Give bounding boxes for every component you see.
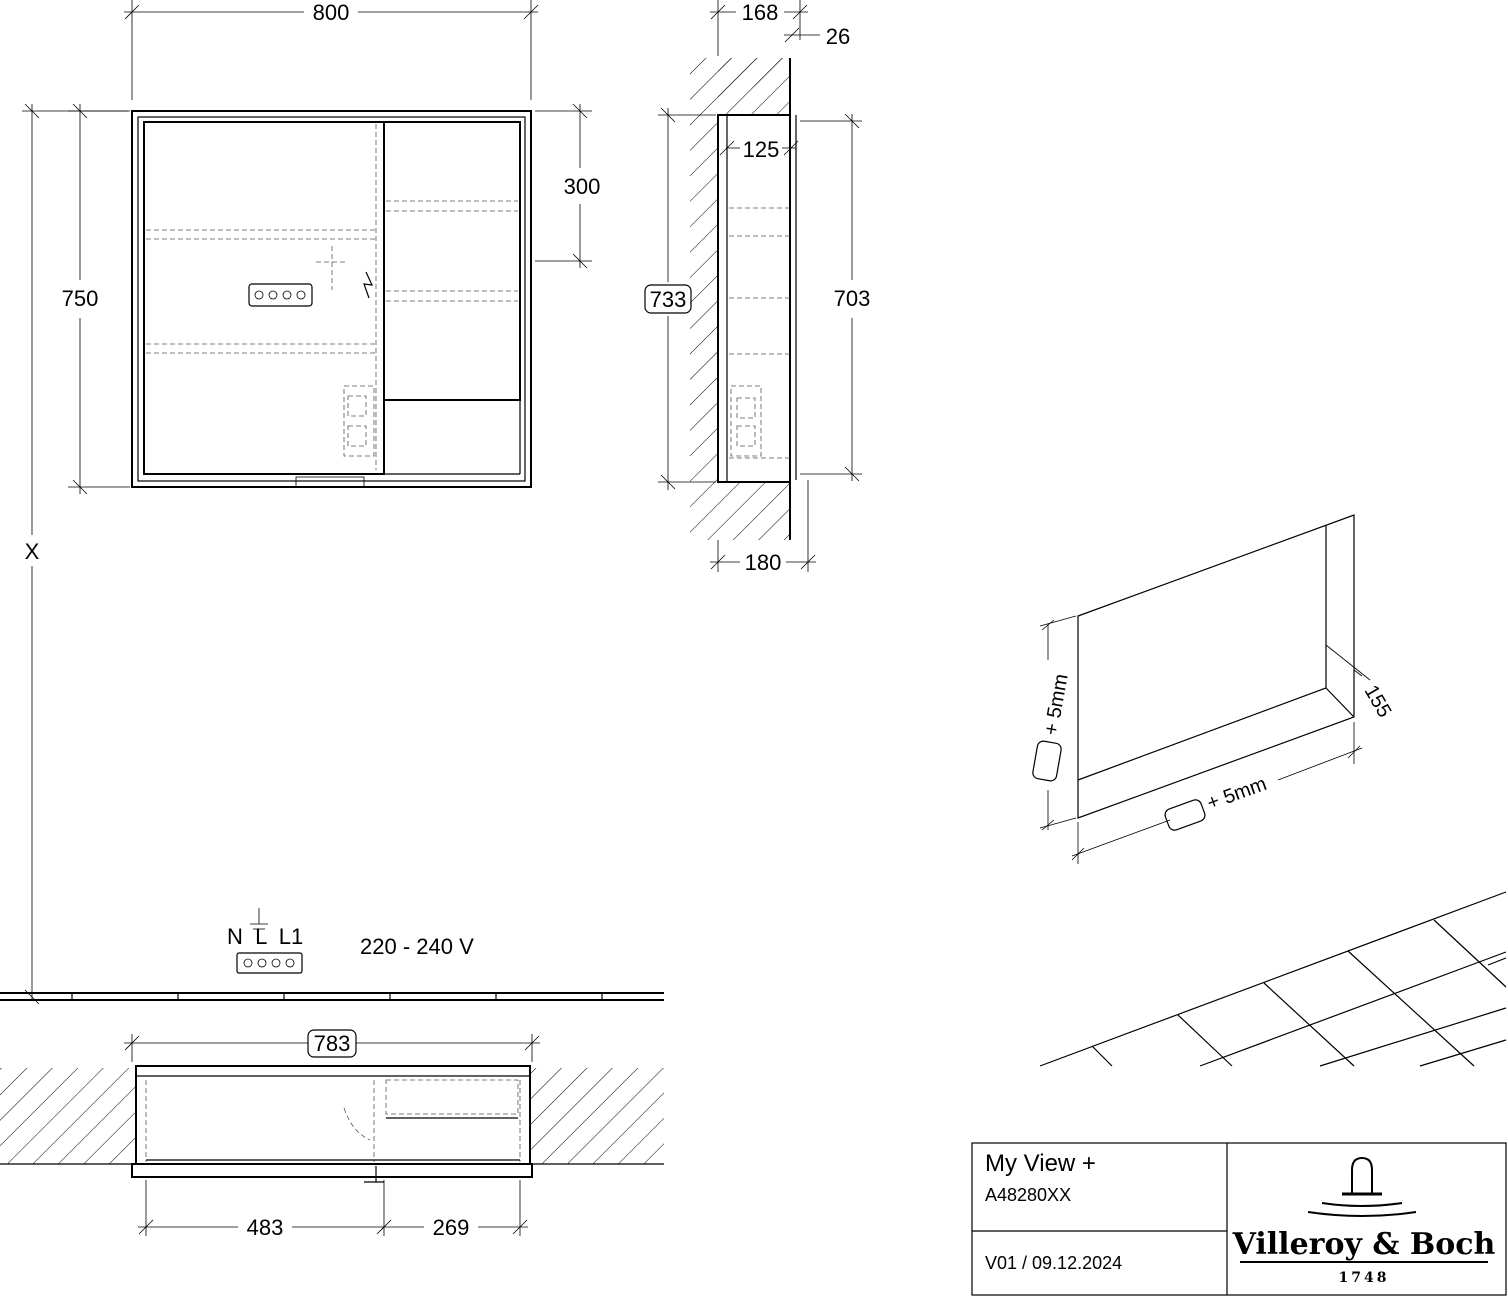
front-height-label: 750 [62, 286, 99, 311]
front-width-label: 800 [313, 0, 350, 25]
version-date: V01 / 09.12.2024 [985, 1253, 1122, 1273]
iso-floor-tiles [1039, 891, 1507, 1067]
side-view: 168 26 125 733 703 180 [644, 0, 871, 575]
iso-recess-view: 155 + 5mm + 5mm [1032, 514, 1396, 864]
side-recess-depth-label: 180 [745, 550, 782, 575]
brand-name: Villeroy & Boch [1232, 1227, 1496, 1262]
electrical-connection: N L L1 220 - 240 V [227, 908, 474, 974]
voltage-label: 220 - 240 V [360, 934, 474, 959]
recess-width-label: 783 [314, 1031, 351, 1056]
side-height-inner-label: 703 [834, 286, 871, 311]
product-name: My View + [985, 1150, 1096, 1177]
front-view: 800 [22, 0, 601, 1005]
article-number: A48280XX [985, 1185, 1071, 1205]
iso-depth-label: 155 [1360, 682, 1396, 722]
iso-height-tolerance-label: + 5mm [1040, 672, 1072, 737]
terminal-labels: N L L1 [227, 924, 303, 949]
shelf-offset-label: 300 [564, 174, 601, 199]
side-height-outer-label: 733 [650, 287, 687, 312]
mount-height-label: X [25, 539, 40, 564]
side-inner-depth-label: 125 [743, 137, 780, 162]
side-depth-total-label: 168 [742, 0, 779, 25]
brand-year: 1748 [1339, 1270, 1390, 1286]
brand-logo-icon [1307, 1156, 1417, 1217]
left-section-label: 483 [247, 1215, 284, 1240]
right-section-label: 269 [433, 1215, 470, 1240]
floor [0, 992, 664, 1001]
title-block: My View + A48280XX V01 / 09.12.2024 Vill… [971, 1142, 1507, 1296]
top-view: 783 483 269 [0, 1029, 664, 1240]
iso-width-tolerance-label: + 5mm [1204, 773, 1269, 815]
side-door-depth-label: 26 [826, 24, 850, 49]
